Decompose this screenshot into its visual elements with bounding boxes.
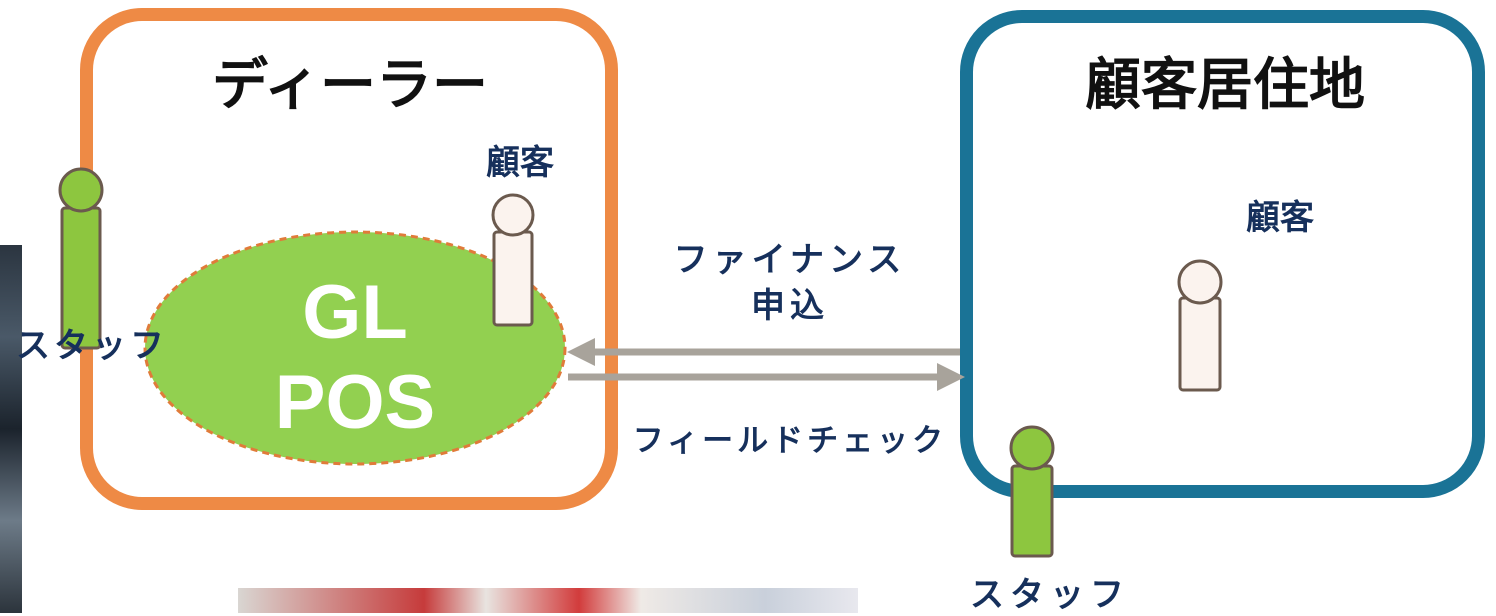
field-staff-person-icon (1009, 425, 1055, 558)
home-customer-label: 顧客 (1246, 198, 1314, 238)
gl-pos-line1: GL (302, 270, 408, 355)
dealer-customer-person-icon (491, 193, 535, 327)
customer-home-title: 顧客居住地 (1085, 53, 1365, 118)
field-check-label: フィールドチェック (632, 423, 948, 459)
gl-pos-line2: POS (274, 360, 436, 445)
field-staff-label: スタッフ (970, 575, 1130, 615)
dealer-staff-label: スタッフ (16, 326, 168, 366)
customer-home-box (960, 10, 1485, 498)
dealer-title: ディーラー (211, 53, 489, 118)
finance-application-label: ファイナンス 申込 (673, 240, 907, 326)
gl-pos-ellipse (143, 230, 567, 466)
home-customer-person-icon (1177, 259, 1223, 392)
background-photo-left (0, 245, 22, 613)
dealer-staff-person-icon (58, 167, 104, 350)
dealer-customer-label: 顧客 (486, 143, 554, 183)
background-photo-bottom (238, 588, 858, 613)
